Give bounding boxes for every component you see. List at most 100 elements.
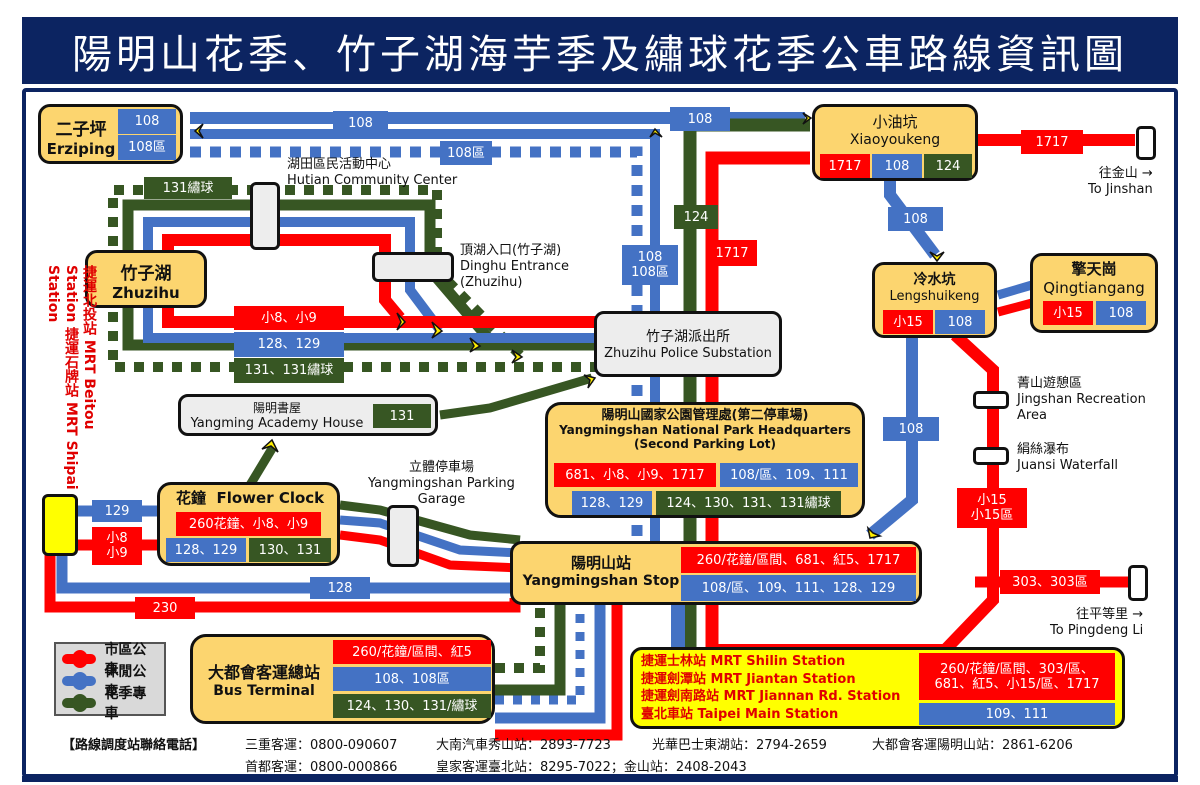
route-line-bt-green-dotted — [495, 605, 545, 673]
route-label-108-xy: 108 — [888, 207, 943, 231]
station-headquarters[interactable]: 陽明山國家公園管理處(第二停車場) Yangmingshan National … — [545, 402, 865, 518]
mrt-line: 捷運劍南路站 MRT Jiannan Rd. Station — [641, 689, 901, 704]
chevron-icon — [866, 525, 883, 539]
route-tag: 1717 — [820, 154, 870, 178]
station-lengshuikeng[interactable]: 冷水坑 Lengshuikeng 小15 108 — [872, 262, 997, 338]
route-label-303: 303、303區 — [1000, 570, 1100, 594]
legend-swatch — [62, 650, 97, 668]
mrt-line: 捷運士林站 MRT Shilin Station — [641, 654, 846, 669]
terminus-jinshan[interactable] — [1136, 126, 1156, 160]
station-name-en: Zhuzihu — [112, 284, 180, 302]
station-qingtiangang[interactable]: 擎天崗 Qingtiangang 小15 108 — [1030, 253, 1158, 333]
route-tag: 小15 — [1043, 301, 1093, 325]
route-tag: 128、129 — [572, 491, 652, 515]
chevron-icon — [469, 337, 482, 353]
station-mrt-taipei[interactable]: 捷運士林站 MRT Shilin Station 捷運劍潭站 MRT Jiant… — [630, 647, 1125, 729]
station-academy[interactable]: 陽明書屋 Yangming Academy House 131 — [178, 394, 438, 436]
route-label-108-lsk: 108 — [883, 417, 939, 441]
station-flower-clock[interactable]: 花鐘 Flower Clock 260花鐘、小8、小9 128、129 130、… — [157, 482, 340, 566]
route-tag: 108 — [935, 310, 985, 334]
route-label-131: 131、131繡球 — [234, 358, 344, 383]
route-tag: 108/區、109、111 — [720, 463, 858, 487]
route-line-108-qtg — [996, 280, 1034, 300]
route-line-131-academy — [439, 373, 594, 420]
route-tag: 124、130、131/繡球 — [333, 694, 491, 718]
route-label-108-108qu: 108 108區 — [622, 245, 678, 285]
footer-heading: 【路線調度站聯絡電話】 — [62, 738, 206, 753]
route-line-fc-green — [339, 500, 521, 545]
route-label-108qu: 108區 — [440, 141, 492, 165]
station-zhuzihu[interactable]: 竹子湖 Zhuzihu — [85, 250, 207, 308]
station-xiaoyoukeng[interactable]: 小油坑 Xiaoyoukeng 1717 108 124 — [812, 104, 978, 181]
route-line-108qu-dotted — [190, 146, 643, 555]
mrt-line: 臺北車站 Taipei Main Station — [641, 706, 839, 722]
route-label-108: 108 — [333, 111, 388, 135]
route-tag: 260/花鐘/區間、紅5 — [333, 640, 491, 664]
station-name: 花鐘 Flower Clock — [176, 489, 325, 507]
route-tag: 108 — [118, 109, 176, 134]
stop-label-parking: 立體停車場 Yangmingshan Parking Garage — [368, 460, 515, 507]
chevron-icon — [396, 312, 407, 331]
route-tag: 124 — [924, 154, 972, 178]
route-line-108-xy-lsk — [884, 180, 940, 259]
stop-label-jingshan: 菁山遊憩區 Jingshan Recreation Area — [1017, 376, 1146, 423]
stop-hutian[interactable] — [250, 182, 280, 250]
station-name-en-sub: (Second Parking Lot) — [634, 437, 776, 451]
station-erziping[interactable]: 二子坪 Erziping 108 108區 — [38, 104, 183, 164]
stop-label-juansi: 絹絲瀑布 Juansi Waterfall — [1017, 442, 1118, 473]
terminus-pingdeng[interactable] — [1128, 565, 1148, 601]
station-name-zh: 陽明山國家公園管理處(第二停車場) — [601, 408, 809, 423]
chevron-icon — [511, 349, 524, 364]
route-label-108-right: 108 — [670, 107, 730, 131]
chevron-icon — [649, 127, 663, 138]
route-label-1717-jinshan: 1717 — [1021, 130, 1083, 154]
route-label-x8-x9: 小8 小9 — [92, 527, 142, 565]
station-police[interactable]: 竹子湖派出所 Zhuzihu Police Substation — [594, 311, 782, 377]
chevron-icon — [193, 123, 204, 139]
route-label-128129: 128、129 — [234, 332, 344, 357]
station-name-en: Zhuzihu Police Substation — [604, 346, 772, 361]
route-label-128: 128 — [310, 577, 370, 599]
route-label-129: 129 — [92, 500, 142, 522]
destination-jinshan: 往金山 → To Jinshan — [1088, 166, 1153, 197]
footer-contact: 大南汽車秀山站：2893-7723 — [436, 738, 611, 753]
station-name-en: Yangming Academy House — [190, 416, 364, 431]
chevron-icon — [802, 112, 813, 125]
footer-contact: 光華巴士東湖站：2794-2659 — [652, 738, 827, 753]
route-line-x15-qtg — [996, 298, 1034, 317]
station-name-zh: 二子坪 — [55, 120, 107, 140]
route-tag: 108區 — [118, 135, 176, 160]
station-name-en: Bus Terminal — [213, 683, 315, 699]
route-label-x8x9: 小8、小9 — [234, 306, 344, 330]
bottom-bar — [22, 776, 1178, 782]
route-label-230: 230 — [135, 597, 195, 619]
stop-juansi[interactable] — [973, 447, 1009, 465]
route-tag: 124、130、131、131繡球 — [656, 491, 841, 515]
station-name-en: Lengshuikeng — [889, 289, 980, 304]
station-yangmingshan-stop[interactable]: 陽明山站 Yangmingshan Stop 260/花鐘/區間、681、紅5、… — [510, 541, 922, 605]
legend-swatch — [62, 694, 97, 712]
page-title: 陽明山花季、竹子湖海芋季及繡球花季公車路線資訊圖 — [72, 31, 1128, 78]
route-line-bt-red — [495, 605, 623, 741]
station-name-zh: 冷水坑 — [913, 272, 956, 288]
route-tag: 681、小8、小9、1717 — [554, 463, 716, 487]
station-name-en: Xiaoyoukeng — [849, 132, 941, 148]
footer-contact: 三重客運：0800-090607 — [245, 738, 398, 753]
route-tag: 108、108區 — [333, 667, 491, 691]
route-line-bt-blue-dotted — [495, 605, 585, 705]
route-tag: 128、129 — [166, 538, 246, 562]
stop-dinghu[interactable] — [372, 252, 454, 282]
destination-mrt-beitou: 捷運北投站 MRT Beitou Station 捷運石牌站 MRT Shipa… — [45, 265, 97, 490]
route-tag: 260花鐘、小8、小9 — [176, 512, 321, 536]
stop-parking[interactable] — [387, 505, 419, 567]
station-mrt-beitou[interactable] — [42, 494, 78, 556]
station-name-en: Erziping — [46, 140, 116, 158]
footer-contact: 大都會客運陽明山站：2861-6206 — [872, 738, 1073, 753]
route-line-fc-blue — [339, 515, 521, 558]
route-line-108-lsk-hq — [866, 335, 918, 540]
stop-jingshan[interactable] — [973, 391, 1009, 409]
chevron-icon — [929, 251, 945, 263]
station-bus-terminal[interactable]: 大都會客運總站 Bus Terminal 260/花鐘/區間、紅5 108、10… — [190, 634, 495, 724]
footer-contact: 首都客運：0800-000866 — [245, 760, 398, 775]
station-name-en: Qingtiangang — [1043, 279, 1145, 297]
